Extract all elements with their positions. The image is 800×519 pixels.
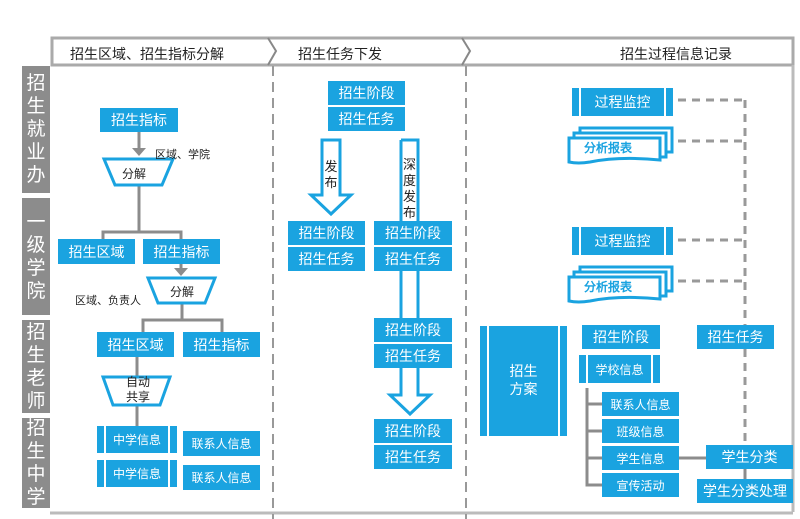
node-contact-info: 联系人信息 bbox=[183, 431, 260, 456]
share-label: 自动共享 bbox=[125, 375, 150, 404]
node-promo: 宣传活动 bbox=[602, 473, 679, 497]
node-classify-process: 学生分类处理 bbox=[697, 479, 793, 503]
char: 就 bbox=[26, 118, 46, 140]
arrow-head bbox=[174, 268, 188, 276]
node-plan: 招生方案 bbox=[480, 326, 567, 436]
publish-label: 发布 bbox=[324, 160, 338, 191]
row-label-teacher: 招生老师 bbox=[22, 320, 50, 413]
node-school-info: 学校信息 bbox=[579, 355, 660, 383]
char: 生 bbox=[26, 343, 46, 366]
split-label: 分解 bbox=[122, 167, 147, 181]
node-task: 招生任务 bbox=[697, 325, 774, 349]
char: 学 bbox=[26, 256, 46, 279]
char: 招 bbox=[26, 417, 46, 439]
node-classify: 学生分类 bbox=[706, 445, 793, 469]
char: 师 bbox=[26, 389, 46, 412]
row-label-office: 招生就业办 bbox=[22, 66, 50, 193]
node-student-info: 学生信息 bbox=[602, 446, 679, 470]
node-class-info: 班级信息 bbox=[602, 419, 679, 443]
char: 级 bbox=[26, 233, 46, 256]
split-shape bbox=[101, 157, 176, 187]
char: 老 bbox=[26, 366, 46, 389]
char: 生 bbox=[26, 95, 46, 117]
node-contact-info: 联系人信息 bbox=[602, 392, 679, 416]
report-doc-shape bbox=[567, 265, 674, 304]
node-top-index: 招生指标 bbox=[100, 108, 178, 132]
char: 学 bbox=[26, 486, 46, 508]
node-monitor: 过程监控 bbox=[572, 88, 673, 116]
node-stage: 招生阶段 bbox=[374, 221, 452, 245]
node-index: 招生指标 bbox=[143, 239, 220, 264]
node-task: 招生任务 bbox=[374, 445, 452, 469]
node-stage: 招生阶段 bbox=[328, 81, 405, 105]
node-stage: 招生阶段 bbox=[374, 419, 452, 443]
header-col1: 招生区域、招生指标分解 bbox=[70, 47, 224, 63]
split-shape bbox=[145, 276, 218, 305]
report-label: 分析报表 bbox=[584, 280, 633, 294]
node-school-info: 中学信息 bbox=[97, 426, 177, 453]
char: 招 bbox=[26, 72, 46, 94]
header-col3: 招生过程信息记录 bbox=[620, 47, 732, 63]
node-stage: 招生阶段 bbox=[374, 318, 452, 342]
char: 院 bbox=[26, 279, 46, 302]
row-label-school: 招生中学 bbox=[22, 417, 50, 508]
header-col2: 招生任务下发 bbox=[298, 47, 382, 63]
deep-publish-arrow bbox=[401, 138, 420, 221]
node-region: 招生区域 bbox=[58, 239, 135, 264]
node-task: 招生任务 bbox=[374, 344, 452, 368]
node-monitor: 过程监控 bbox=[572, 227, 673, 255]
report-doc-shape bbox=[567, 126, 674, 165]
node-contact-info: 联系人信息 bbox=[183, 465, 260, 490]
char: 招 bbox=[26, 320, 46, 343]
char: 一 bbox=[26, 210, 46, 233]
node-stage: 招生阶段 bbox=[582, 325, 660, 349]
publish-arrow bbox=[307, 138, 355, 217]
node-task: 招生任务 bbox=[374, 247, 452, 271]
node-index: 招生指标 bbox=[183, 332, 260, 357]
header-chevron bbox=[461, 37, 472, 66]
split-label: 分解 bbox=[170, 285, 195, 299]
deep-publish-label: 深度发布 bbox=[402, 158, 416, 221]
node-school-info: 中学信息 bbox=[97, 460, 177, 487]
share-shape bbox=[100, 375, 173, 407]
node-task: 招生任务 bbox=[288, 247, 365, 271]
node-region: 招生区域 bbox=[97, 332, 174, 357]
report-label: 分析报表 bbox=[584, 141, 633, 155]
label-region-college: 区域、学院 bbox=[155, 148, 210, 161]
node-stage: 招生阶段 bbox=[288, 221, 365, 245]
down-arrow bbox=[386, 368, 434, 417]
char: 办 bbox=[26, 164, 46, 186]
header-chevron bbox=[267, 37, 278, 66]
row-label-college: 一级学院 bbox=[22, 198, 50, 315]
char: 中 bbox=[26, 463, 46, 485]
char: 生 bbox=[26, 440, 46, 462]
node-task: 招生任务 bbox=[328, 107, 405, 131]
label-region-owner: 区域、负责人 bbox=[75, 294, 141, 307]
arrow-head bbox=[132, 148, 146, 156]
char: 业 bbox=[26, 141, 46, 163]
